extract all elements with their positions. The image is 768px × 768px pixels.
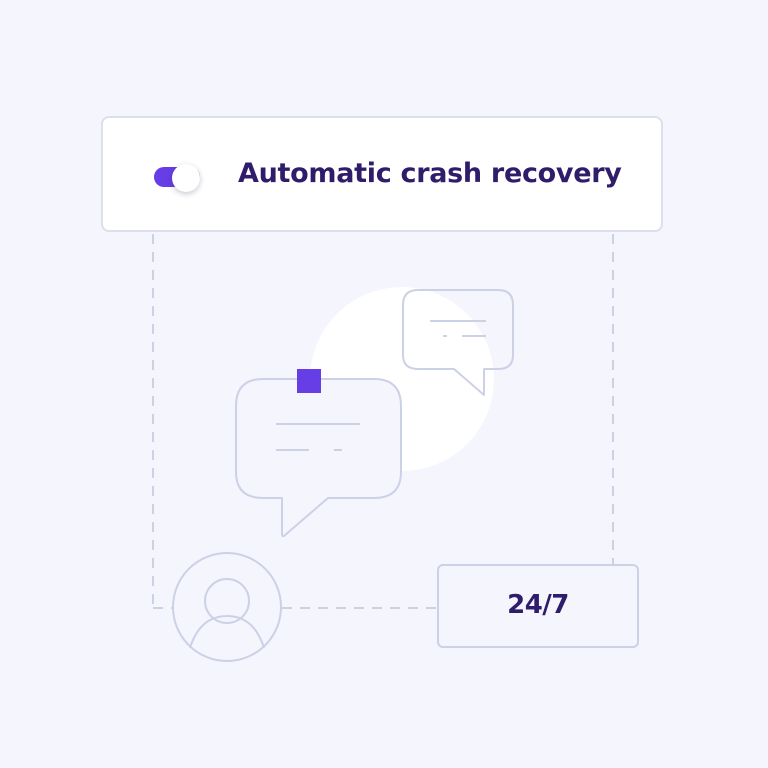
crash-recovery-toggle[interactable] <box>154 164 202 192</box>
dashed-connectors <box>152 234 614 609</box>
toggle-knob <box>172 164 200 192</box>
availability-card: 24/7 <box>437 564 639 648</box>
user-avatar-icon <box>172 552 282 662</box>
accent-square <box>297 369 321 393</box>
feature-title: Automatic crash recovery <box>238 158 622 189</box>
chat-bubble-icon <box>235 378 402 538</box>
availability-label: 24/7 <box>507 590 569 620</box>
chat-bubble-icon <box>402 289 514 396</box>
feature-card: Automatic crash recovery <box>101 116 663 232</box>
